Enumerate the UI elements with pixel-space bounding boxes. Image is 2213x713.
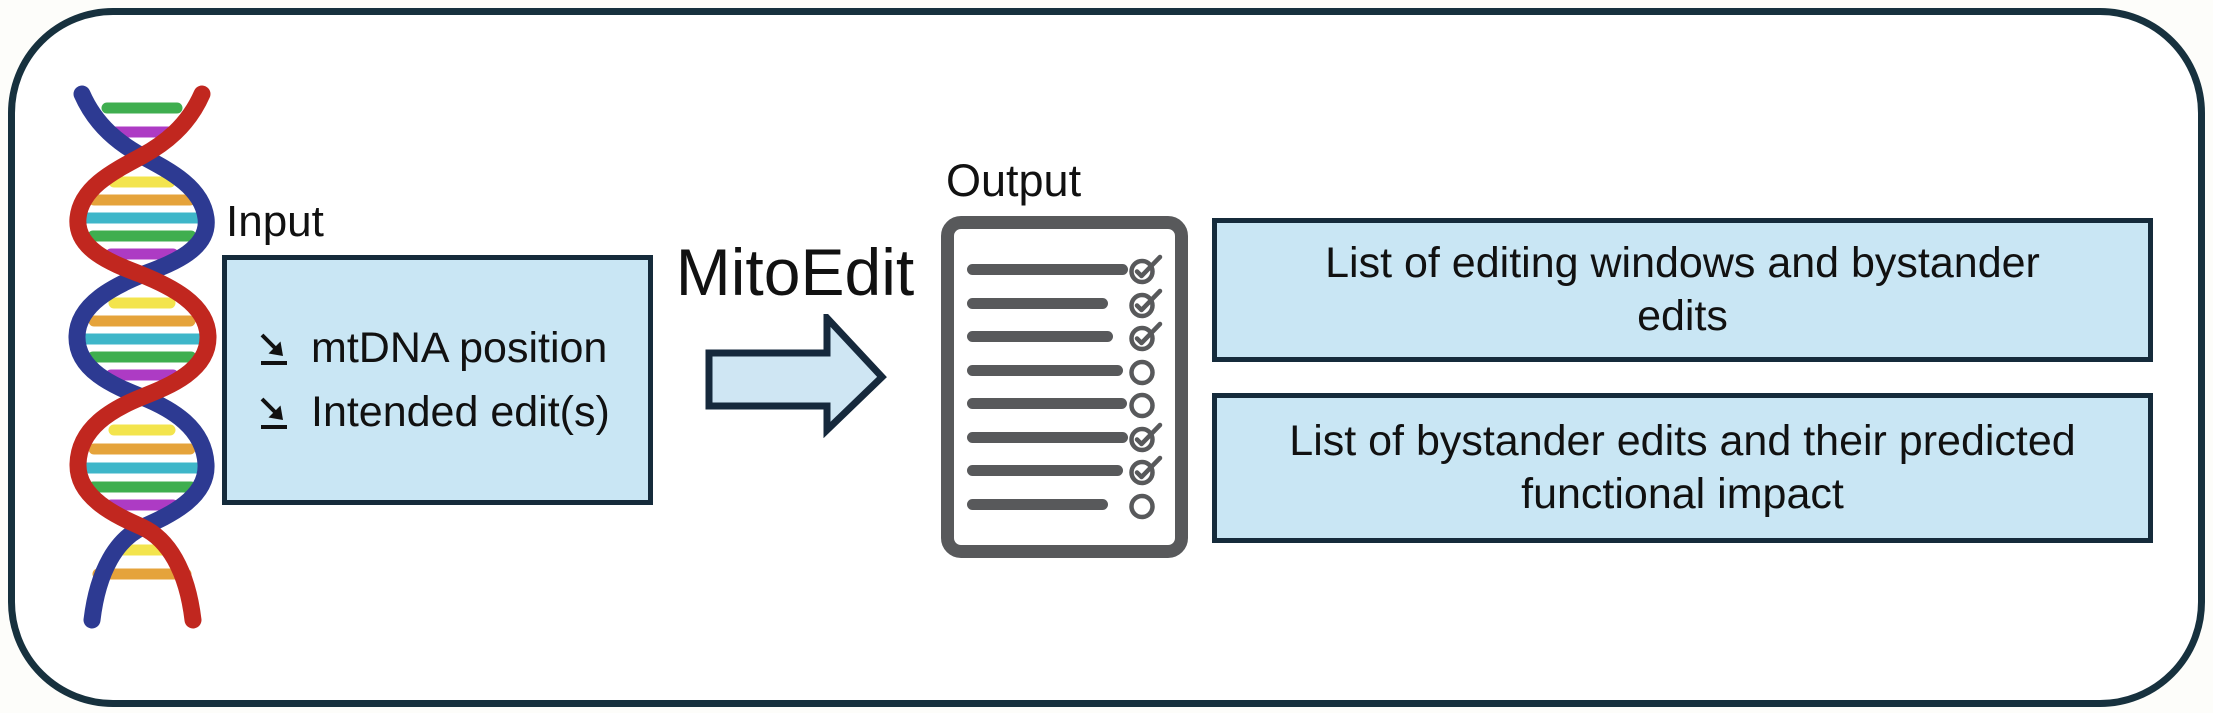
output-checklist-icon bbox=[941, 216, 1188, 558]
checklist-row bbox=[967, 388, 1166, 419]
result-box-bystander-impact: List of bystander edits and their predic… bbox=[1212, 393, 2153, 543]
checklist-line bbox=[967, 498, 1108, 510]
dna-helix-icon bbox=[68, 85, 217, 629]
input-item: mtDNA position bbox=[253, 324, 648, 372]
se-arrow-bullet-icon bbox=[260, 333, 287, 365]
output-label: Output bbox=[946, 155, 1082, 206]
result-box-text-line: edits bbox=[1637, 292, 1728, 340]
checklist-line bbox=[967, 465, 1123, 477]
mitoedit-label: MitoEdit bbox=[675, 235, 915, 309]
input-item: Intended edit(s) bbox=[253, 388, 648, 436]
se-arrow-bullet-icon bbox=[260, 397, 287, 429]
checklist-row bbox=[967, 489, 1166, 520]
checklist-line bbox=[967, 297, 1108, 309]
result-box-editing-windows: List of editing windows and bystander ed… bbox=[1212, 218, 2153, 362]
input-item-label: Intended edit(s) bbox=[311, 388, 610, 436]
checklist-row bbox=[967, 321, 1166, 352]
input-box: mtDNA position Intended edit(s) bbox=[222, 255, 653, 505]
checklist-line bbox=[967, 398, 1127, 410]
result-box-text-line: functional impact bbox=[1521, 470, 1844, 518]
checked-circle-icon bbox=[1129, 254, 1163, 285]
result-box-text-line: List of editing windows and bystander bbox=[1325, 239, 2040, 287]
input-label: Input bbox=[226, 197, 324, 246]
checked-circle-icon bbox=[1129, 321, 1163, 352]
input-item-label: mtDNA position bbox=[311, 324, 608, 372]
checked-circle-icon bbox=[1129, 456, 1163, 486]
checklist-row bbox=[967, 422, 1166, 453]
checklist-row bbox=[967, 254, 1166, 285]
flow-arrow-icon bbox=[705, 314, 887, 438]
empty-circle-icon bbox=[1129, 393, 1155, 419]
checklist-row bbox=[967, 288, 1166, 319]
checklist-line bbox=[967, 331, 1113, 343]
result-box-text-line: List of bystander edits and their predic… bbox=[1289, 417, 2076, 465]
checklist-row bbox=[967, 355, 1166, 386]
empty-circle-icon bbox=[1129, 359, 1155, 385]
checklist-row bbox=[967, 455, 1166, 486]
checked-circle-icon bbox=[1129, 422, 1163, 453]
checklist-line bbox=[967, 431, 1128, 443]
checked-circle-icon bbox=[1129, 288, 1163, 318]
checklist-line bbox=[967, 364, 1123, 376]
checklist-line bbox=[967, 264, 1128, 275]
empty-circle-icon bbox=[1129, 493, 1155, 520]
